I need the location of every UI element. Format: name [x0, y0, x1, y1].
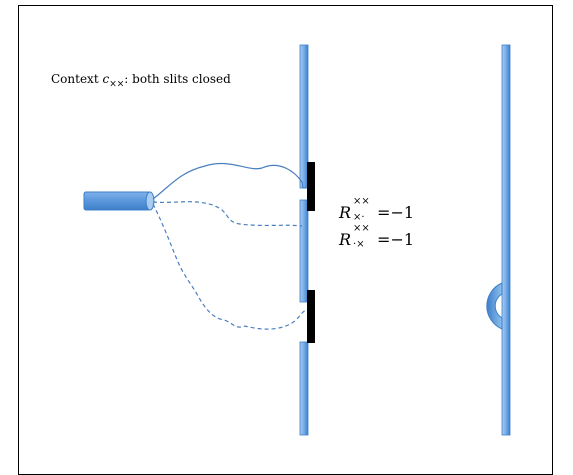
relation-value: −1 — [390, 230, 415, 249]
slit-screen-middle-segment — [299, 199, 309, 303]
relation-equals: = — [377, 203, 391, 222]
context-subscript: ×× — [109, 79, 125, 90]
relation-equals: = — [377, 230, 391, 249]
relation-lower: R×× ·× =−1 — [339, 223, 415, 250]
context-suffix: : both slits closed — [124, 72, 231, 86]
path-upper-solid — [152, 162, 307, 200]
double-slit-diagram — [83, 44, 511, 436]
context-prefix: Context — [51, 72, 103, 86]
slit-screen-top-segment — [299, 44, 309, 189]
context-symbol: c — [102, 72, 110, 86]
slit-screen-bottom-segment — [299, 341, 309, 436]
relation-symbol: R — [339, 203, 352, 222]
detector-screen — [501, 44, 511, 436]
relation-value: −1 — [390, 203, 415, 222]
relation-subscript: ×· — [353, 211, 365, 223]
relation-superscript: ×× — [353, 195, 370, 207]
figure-frame — [18, 5, 553, 475]
particle-source — [83, 191, 155, 211]
context-label: Context c××: both slits closed — [51, 72, 231, 89]
upper-slit-blocker — [307, 162, 315, 211]
relation-upper: R×× ×· =−1 — [339, 196, 415, 223]
relation-symbol: R — [339, 230, 352, 249]
detector-cup — [486, 282, 503, 330]
path-lower-dashed — [152, 203, 307, 330]
slit-screen — [299, 44, 309, 436]
relation-subscript: ·× — [353, 238, 365, 250]
path-upper-dashed — [152, 201, 303, 227]
relation-superscript: ×× — [353, 222, 370, 234]
lower-slit-blocker — [307, 290, 315, 343]
